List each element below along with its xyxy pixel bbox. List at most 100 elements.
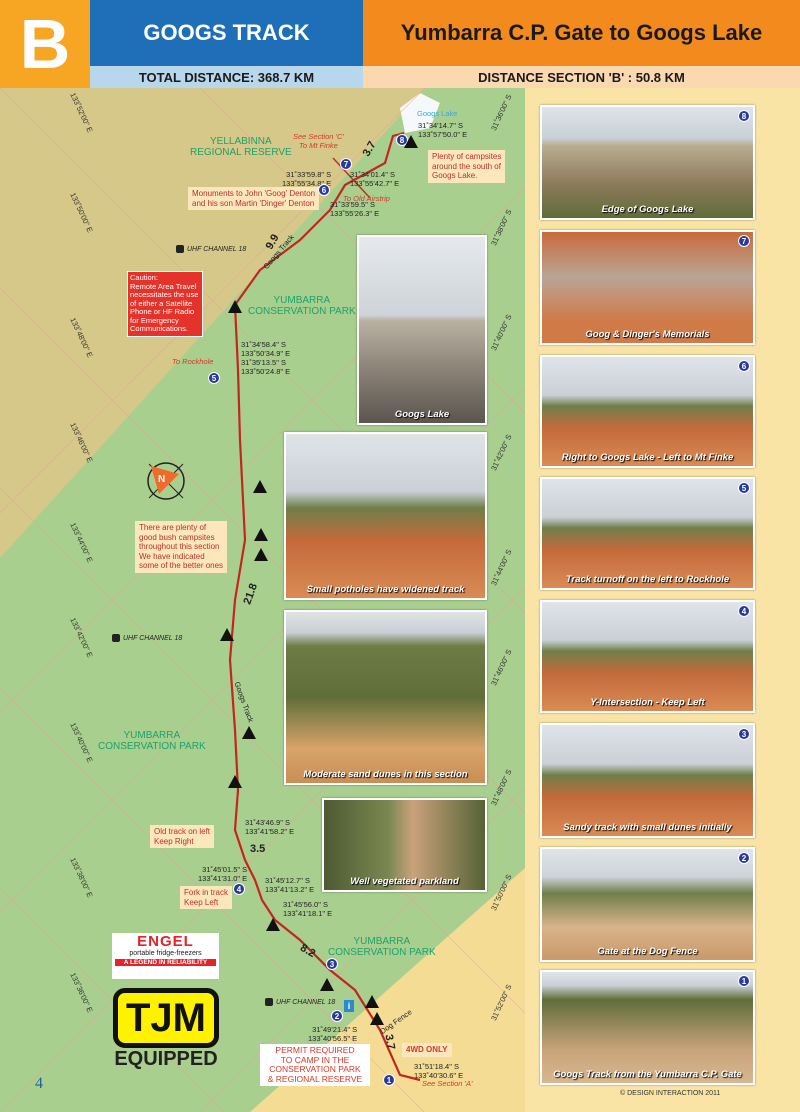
photo-caption: Edge of Googs Lake [601,204,694,215]
radio-icon [176,245,184,253]
campsite-icon [254,548,268,561]
note-4wd-only: 4WD ONLY [402,1043,452,1057]
park-label: YUMBARRA CONSERVATION PARK [328,936,436,958]
photo-caption: Small potholes have widened track [306,584,465,595]
mt-finke-track [332,157,371,199]
photo-caption: Well vegetated parkland [350,876,459,887]
note-monuments: Monuments to John 'Goog' Denton and his … [188,187,320,210]
coordinate: 31˚45'12.7" S 133˚41'13.2" E [265,876,315,894]
uhf-channel-label: UHF CHANNEL 18 [187,245,247,253]
coordinate: 31˚51'18.4" S 133˚40'30.6" E [414,1062,464,1080]
place-label: Googs Lake [417,109,458,118]
uhf-channel-label: UHF CHANNEL 18 [276,998,336,1006]
campsite-icon [220,628,234,641]
distance-label: 3.5 [250,843,266,855]
photo-caption: Track turnoff on the left to Rockhole [565,574,730,585]
note-campsites-googs-lake: Plenty of campsites around the south of … [428,150,506,183]
coordinate: 31˚33'59.8" S 133˚55'34.8" E [282,170,332,188]
radio-icon [265,998,273,1006]
note-old-track: Old track on left Keep Right [150,825,215,848]
engel-logo: ENGEL [137,933,194,950]
campsite-icon [253,480,267,493]
waypoint-marker[interactable]: 1 [383,1074,395,1086]
map-photo-sand-dunes[interactable]: Moderate sand dunes in this section [284,610,487,785]
photo-caption: Moderate sand dunes in this section [303,769,468,780]
waypoint-marker[interactable]: 2 [331,1010,343,1022]
uhf-channel: UHF CHANNEL 18 [176,245,246,253]
waypoint-marker[interactable]: 5 [208,372,220,384]
uhf-channel-label: UHF CHANNEL 18 [123,634,183,642]
waypoint-marker[interactable]: 3 [326,958,338,970]
compass-icon: N [147,462,185,500]
engel-ad[interactable]: ENGEL portable fridge-freezers A LEGEND … [112,933,219,979]
photo-caption: Gate at the Dog Fence [597,946,698,957]
place-label: To Rockhole [172,357,214,366]
photo-number-badge: 1 [738,975,750,987]
campsite-icon [365,995,379,1008]
park-label: YUMBARRA CONSERVATION PARK [248,295,356,317]
coordinate: 31˚45'56.0" S 133˚41'18.1" E [283,900,333,918]
waypoint-marker[interactable]: 7 [340,158,352,170]
place-label: See Section 'C' To Mt Finke [293,132,344,150]
coordinate: 31˚34'14.7" S 133˚57'50.0" E [418,121,468,139]
map-photo-googs-lake[interactable]: Googs Lake [357,235,487,425]
uhf-channel: UHF CHANNEL 18 [265,998,335,1006]
uhf-channel: UHF CHANNEL 18 [112,634,182,642]
map[interactable]: YELLABINNA REGIONAL RESERVE YUMBARRA CON… [0,88,525,1112]
engel-tagline: A LEGEND IN RELIABILITY [115,959,216,966]
track-name: GOOGS TRACK [90,0,363,66]
photo-number-badge: 2 [738,852,750,864]
campsite-icon [228,300,242,313]
photo-number-badge: 8 [738,110,750,122]
campsite-icon [320,978,334,991]
coordinate: 31˚34'01.4" S 133˚55'42.7" E [350,170,400,188]
campsite-icon [254,528,268,541]
photo-number-badge: 6 [738,360,750,372]
photo-number-badge: 3 [738,728,750,740]
info-icon: i [344,1000,354,1012]
googs-track-route [228,131,421,1082]
campsite-icon [242,726,256,739]
photo-number-badge: 4 [738,605,750,617]
photo-caption: Right to Googs Lake - Left to Mt Finke [561,452,734,463]
place-label: To Old Airstrip [343,194,390,203]
radio-icon [112,634,120,642]
photo-caption: Googs Lake [394,409,450,420]
map-photo-potholes[interactable]: Small potholes have widened track [284,432,487,600]
coordinate: 31˚43'46.9" S 133˚41'58.2" E [245,818,295,836]
photo-caption: Goog & Dinger's Memorials [585,329,710,340]
waypoint-marker[interactable]: 6 [318,184,330,196]
waypoint-marker[interactable]: 4 [233,883,245,895]
park-label: YUMBARRA CONSERVATION PARK [98,730,206,752]
park-label: YELLABINNA REGIONAL RESERVE [190,136,292,158]
copyright: © DESIGN INTERACTION 2011 [620,1090,721,1097]
compass-north: N [158,474,165,485]
note-bush-campsites: There are plenty of good bush campsites … [135,521,228,573]
section-distance: DISTANCE SECTION 'B' : 50.8 KM [363,66,800,88]
coordinate: 31˚33'59.5" S 133˚55'26.3" E [330,200,380,218]
place-label: See Section 'A' [422,1079,473,1088]
map-photo-parkland[interactable]: Well vegetated parkland [322,798,487,892]
coordinate: 31˚34'58.4" S 133˚50'34.9" E [241,340,291,358]
tjm-logo: TJM [113,988,219,1048]
engel-subtitle: portable fridge-freezers [129,950,202,957]
note-fork: Fork in track Keep Left [180,886,233,909]
section-letter: B [0,0,90,88]
coordinate: 31˚49'21.4" S 133˚40'56.5" E [308,1025,358,1043]
campsite-icon [266,918,280,931]
total-distance: TOTAL DISTANCE: 368.7 KM [90,66,363,88]
photo-number-badge: 5 [738,482,750,494]
page-number: 4 [35,1075,43,1092]
permit-notice: PERMIT REQUIRED TO CAMP IN THE CONSERVAT… [260,1044,370,1086]
section-title: Yumbarra C.P. Gate to Googs Lake [363,0,800,66]
